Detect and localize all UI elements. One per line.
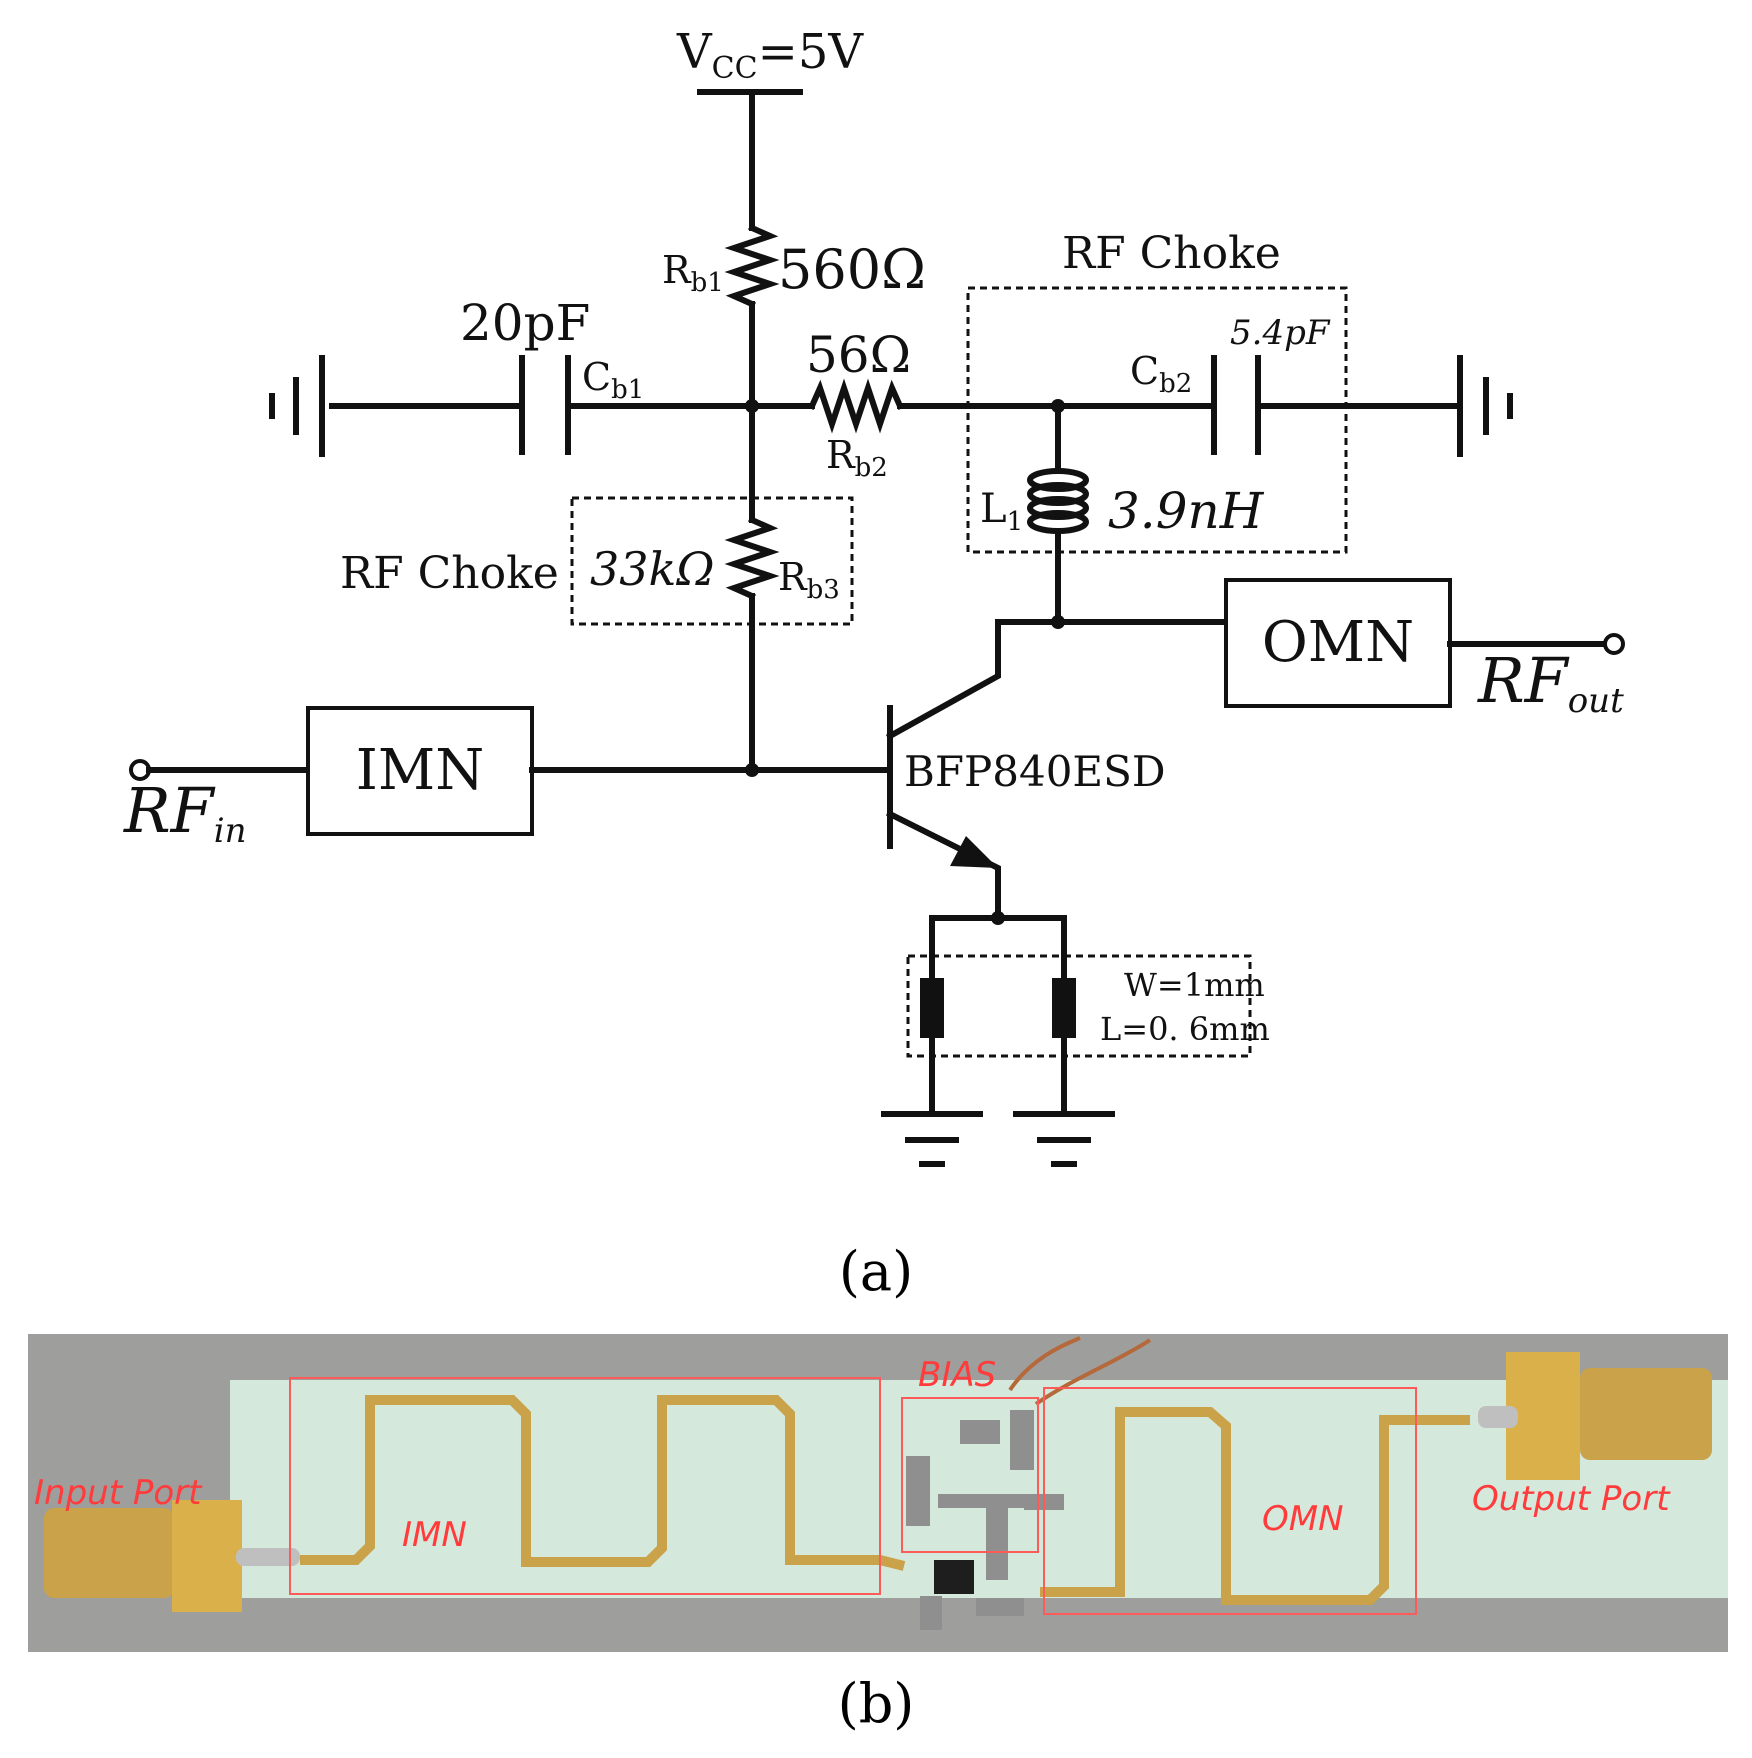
pcb-photo: Input Port IMN BIAS OMN Output Port bbox=[28, 1334, 1728, 1652]
junction-node bbox=[745, 399, 759, 413]
caption-b: (b) bbox=[838, 1672, 915, 1735]
junction-collector bbox=[1051, 615, 1065, 629]
transistor-label: BFP840ESD bbox=[904, 747, 1166, 796]
stub-right bbox=[1052, 978, 1076, 1038]
rb3-label: Rb3 bbox=[778, 555, 840, 605]
bias-network bbox=[906, 1336, 1152, 1630]
emitter-arrow-icon bbox=[950, 836, 998, 868]
rb3-value: 33kΩ bbox=[590, 542, 715, 596]
rb1-value: 560Ω bbox=[778, 238, 926, 301]
rf-in-label: RFin bbox=[123, 774, 246, 851]
rf-out-label: RFout bbox=[1477, 644, 1624, 721]
rf-choke-top-box bbox=[966, 286, 1348, 554]
rf-out-terminal bbox=[1603, 633, 1625, 655]
cb2-value: 5.4pF bbox=[1230, 313, 1331, 353]
input-sma-connector-icon bbox=[44, 1500, 300, 1612]
l1-value: 3.9nH bbox=[1108, 482, 1265, 540]
imn-photo-label: IMN bbox=[402, 1515, 467, 1555]
omn-box bbox=[1224, 578, 1452, 708]
omn-label: OMN bbox=[1262, 610, 1414, 675]
output-sma-connector-icon bbox=[1478, 1352, 1712, 1480]
bias-region bbox=[901, 1397, 1039, 1553]
bias-photo-label: BIAS bbox=[918, 1355, 996, 1395]
cb1-value: 20pF bbox=[460, 294, 590, 352]
omn-region bbox=[1043, 1387, 1417, 1615]
rf-choke-left-label: RF Choke bbox=[340, 548, 559, 599]
output-port-label: Output Port bbox=[1472, 1479, 1671, 1519]
imn-label: IMN bbox=[356, 738, 484, 803]
resistor-rb1 bbox=[724, 224, 780, 308]
imn-trace bbox=[300, 1395, 906, 1571]
stub-left bbox=[920, 978, 944, 1038]
rf-choke-top-label: RF Choke bbox=[1062, 228, 1281, 279]
rb2-label: Rb2 bbox=[826, 433, 888, 483]
imn-region bbox=[289, 1377, 881, 1595]
omn-trace bbox=[1040, 1407, 1470, 1605]
stub-dashed-box bbox=[906, 954, 1252, 1058]
rf-choke-left-box bbox=[570, 496, 854, 626]
resistor-rb3 bbox=[724, 516, 780, 600]
ground-bottom-right-icon bbox=[1013, 1111, 1115, 1167]
rb1-label: Rb1 bbox=[662, 248, 724, 298]
rb2-value: 56Ω bbox=[806, 326, 911, 384]
vcc-label: VCC=5V bbox=[676, 24, 864, 86]
omn-photo-label: OMN bbox=[1262, 1499, 1344, 1539]
input-port-label: Input Port bbox=[34, 1473, 203, 1513]
imn-box bbox=[306, 706, 534, 836]
stub-length-label: L=0. 6mm bbox=[1100, 1010, 1270, 1048]
transistor-collector bbox=[885, 619, 1061, 741]
junction-base bbox=[745, 763, 759, 777]
l1-label: L1 bbox=[980, 486, 1023, 537]
schematic: VCC=5V Rb1 560Ω 20pF Cb1 56Ω Rb2 Cb2 5.4… bbox=[123, 24, 1625, 1167]
inductor-l1 bbox=[1027, 468, 1089, 534]
stub-width-label: W=1mm bbox=[1124, 966, 1265, 1004]
cb2-label: Cb2 bbox=[1130, 349, 1192, 399]
cb1-label: Cb1 bbox=[582, 355, 644, 405]
caption-a: (a) bbox=[839, 1240, 913, 1303]
resistor-rb2 bbox=[808, 378, 904, 434]
ground-bottom-left-icon bbox=[881, 1111, 983, 1167]
